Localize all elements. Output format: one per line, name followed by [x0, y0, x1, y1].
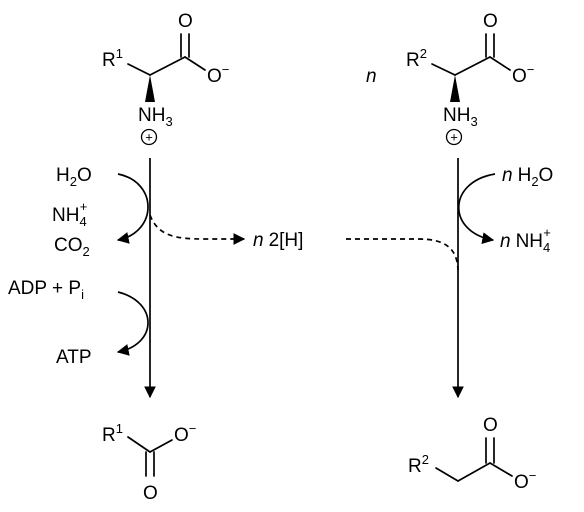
product-2-carboxylate: R2 O O−: [408, 415, 536, 493]
substrate-1-r-group: R1: [102, 46, 123, 71]
substrate-2-amino-acid: R2 O O− NH3 +: [406, 11, 534, 146]
atp-formation-curved-arrow: [116, 291, 149, 356]
substrate-2-positive-charge-icon: [445, 128, 463, 146]
product-1-carbonyl-o: O: [143, 483, 158, 504]
water-label: H2O: [56, 165, 92, 189]
substrate-1-amino-group: NH3: [138, 105, 173, 129]
substrate-1-carbonyl-o: O: [178, 11, 193, 32]
substrate-1-amino-acid: R1 O O− NH3 +: [102, 11, 229, 146]
substrate-2-carboxylate-o: O−: [512, 62, 534, 87]
atp-label: ATP: [56, 347, 92, 368]
product-2-carbonyl-o: O: [483, 415, 498, 436]
reducing-equivalents-out-arrow: [149, 214, 246, 245]
product-2-r-group: R2: [408, 452, 429, 477]
substrate-1-positive-charge-icon: [140, 128, 158, 146]
substrate-1-charge-sign: +: [145, 130, 153, 145]
product-1-carboxylate-o: O−: [174, 421, 196, 446]
product-2-carboxylate-o: O−: [514, 468, 536, 493]
substrate-1-bonds: [127, 33, 206, 102]
reducing-equivalents-in-arrow: [346, 238, 459, 271]
substrate-2-carbonyl-o: O: [483, 11, 498, 32]
adp-pi-label: ADP + Pi: [8, 278, 84, 302]
ammonium-label: NH4+: [52, 199, 87, 229]
substrate-1-carboxylate-o: O−: [207, 62, 229, 87]
substrate-2-charge-sign: +: [450, 130, 458, 145]
co2-label: CO2: [54, 235, 90, 259]
substrate-2-amino-group: NH3: [443, 105, 478, 129]
substrate-2-bonds: [431, 33, 511, 102]
product-1-carboxylate: R1 O− O: [102, 421, 196, 504]
ammonium-release-curved-arrow: [458, 173, 496, 245]
product-1-r-group: R1: [102, 421, 123, 446]
water-deamination-curved-arrow: [116, 173, 149, 244]
substrate-2-r-group: R2: [406, 46, 427, 71]
substrate-2-coefficient: n: [366, 66, 377, 87]
